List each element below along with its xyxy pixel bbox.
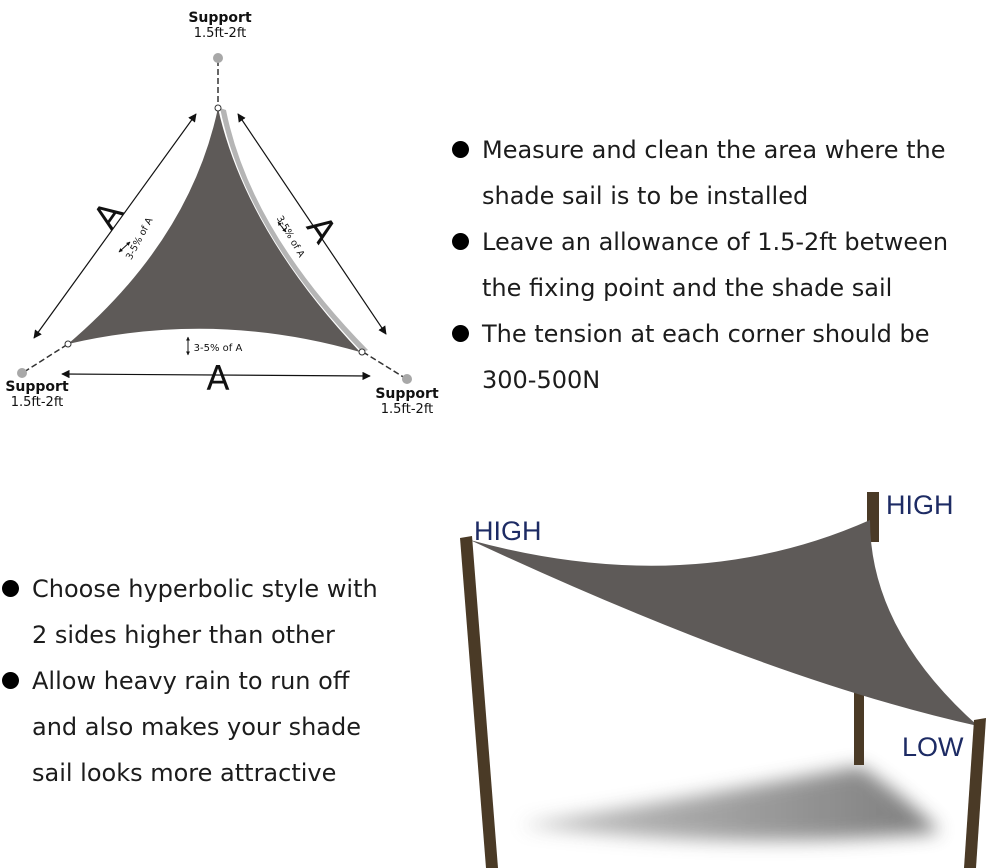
- support-label: Support: [188, 10, 252, 26]
- tip-line: sail looks more attractive: [32, 759, 337, 787]
- bottom-side-arrow: [61, 369, 371, 381]
- hyperbolic-sail-svg: HIGH HIGH LOW: [460, 490, 986, 868]
- top-support-caption: Support 1.5ft-2ft: [180, 10, 260, 41]
- bullet-icon: [452, 141, 469, 158]
- tip-line: The tension at each corner should be: [482, 320, 930, 348]
- left-support-point: [17, 368, 27, 378]
- list-item: Leave an allowance of 1.5-2ft between th…: [447, 219, 1000, 311]
- back-pole: [854, 685, 864, 765]
- bottom-sag-label: 3-5% of A: [194, 343, 243, 354]
- sail-ground-shadow: [520, 766, 940, 841]
- style-tips-list: Choose hyperbolic style with 2 sides hig…: [0, 566, 437, 796]
- left-sag-label: 3-5% of A: [124, 215, 156, 261]
- bullet-icon: [452, 325, 469, 342]
- list-item: Choose hyperbolic style with 2 sides hig…: [0, 566, 437, 658]
- triangle-diagram: A A A 3-5% of A 3-5% of A 3-5% of A Supp…: [0, 0, 450, 430]
- hyperbolic-sail: [470, 520, 978, 726]
- left-ring: [64, 340, 72, 348]
- right-high-label: HIGH: [886, 490, 954, 520]
- top-ring: [214, 104, 222, 112]
- left-high-label: HIGH: [474, 516, 542, 546]
- right-side-label: A: [298, 209, 344, 251]
- right-support-point: [402, 374, 412, 384]
- tip-line: Allow heavy rain to run off: [32, 667, 350, 695]
- low-label: LOW: [902, 732, 964, 762]
- tip-line: 2 sides higher than other: [32, 621, 335, 649]
- right-low-pole: [964, 718, 986, 868]
- list-item: Allow heavy rain to run off and also mak…: [0, 658, 437, 796]
- tip-line: and also makes your shade: [32, 713, 362, 741]
- right-support-line: [362, 351, 406, 379]
- top-support-point: [213, 53, 223, 63]
- tip-line: Choose hyperbolic style with: [32, 575, 378, 603]
- bullet-icon: [2, 580, 19, 597]
- right-sag-arrow: [277, 221, 287, 233]
- list-item: The tension at each corner should be 300…: [447, 311, 1000, 403]
- triangle-sail-svg: A A A 3-5% of A 3-5% of A 3-5% of A: [17, 53, 412, 399]
- support-dim: 1.5ft-2ft: [193, 26, 247, 41]
- install-tips-list: Measure and clean the area where the sha…: [447, 127, 1000, 403]
- tip-line: Leave an allowance of 1.5-2ft between: [482, 228, 949, 256]
- list-item: Measure and clean the area where the sha…: [447, 127, 1000, 219]
- bullet-icon: [452, 233, 469, 250]
- bottom-side-label: A: [206, 359, 229, 399]
- tip-line: Measure and clean the area where the: [482, 136, 946, 164]
- left-support-line: [23, 343, 69, 373]
- support-label: Support: [5, 379, 69, 395]
- left-side-arrow: [33, 113, 197, 339]
- right-side-arrow: [237, 113, 387, 335]
- left-high-pole: [460, 536, 498, 868]
- tip-line: shade sail is to be installed: [482, 182, 809, 210]
- left-sag-arrow: [118, 241, 131, 253]
- support-dim: 1.5ft-2ft: [380, 402, 434, 417]
- tip-line: the fixing point and the shade sail: [482, 274, 893, 302]
- hyperbolic-diagram: HIGH HIGH LOW: [440, 480, 1000, 868]
- bullet-icon: [2, 672, 19, 689]
- right-ring: [358, 348, 366, 356]
- left-side-label: A: [86, 195, 132, 237]
- tip-line: 300-500N: [482, 366, 601, 394]
- left-support-caption: Support 1.5ft-2ft: [0, 379, 77, 410]
- support-dim: 1.5ft-2ft: [10, 395, 64, 410]
- support-label: Support: [375, 386, 439, 402]
- right-support-caption: Support 1.5ft-2ft: [367, 386, 447, 417]
